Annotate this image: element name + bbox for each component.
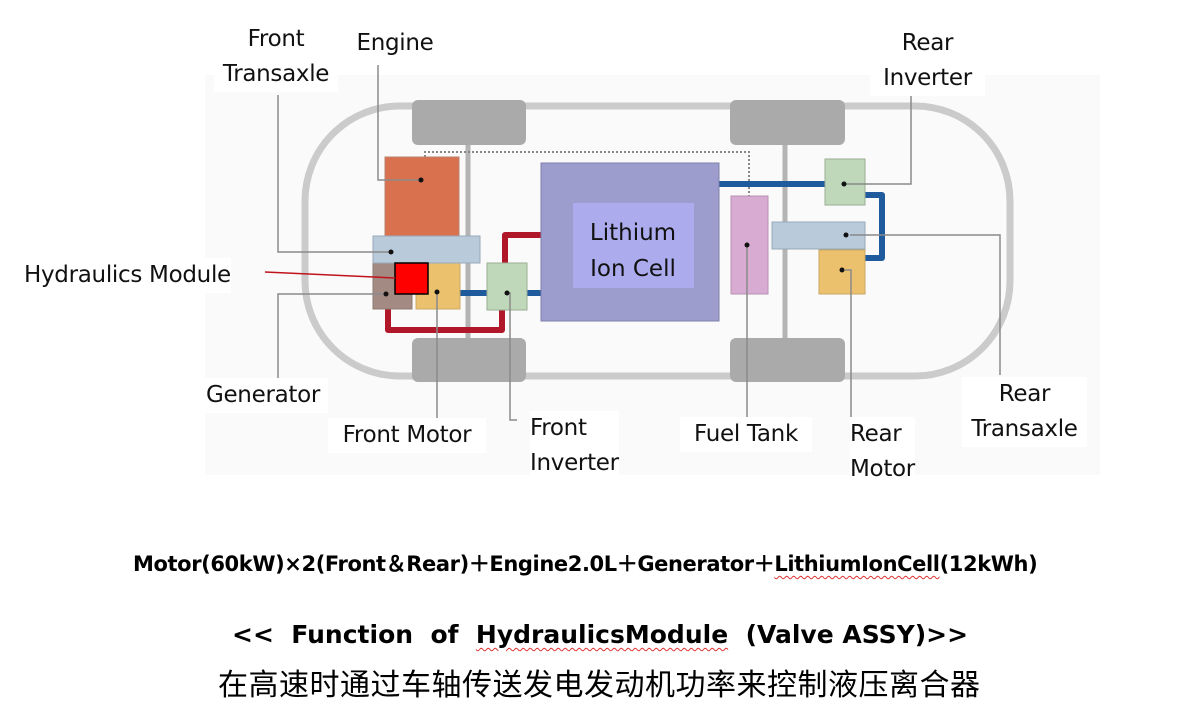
- label-rear-transaxle: Rear Transaxle: [962, 377, 1087, 447]
- label-hydraulics-module: Hydraulics Module: [24, 258, 231, 293]
- dot-fuel-tank: [744, 242, 750, 248]
- spec-suffix: (12kWh): [939, 552, 1038, 576]
- label-rear-inverter-line1: Rear: [901, 30, 954, 56]
- leader-rear-inverter: [844, 95, 912, 185]
- label-rear-inverter: Rear Inverter: [870, 26, 985, 96]
- dot-rear-motor: [839, 267, 845, 273]
- label-front-motor: Front Motor: [328, 418, 486, 453]
- label-engine: Engine: [350, 26, 440, 61]
- function-title: << Function of HydraulicsModule (Valve A…: [232, 620, 968, 649]
- battery-label-line1: Lithium: [590, 220, 676, 246]
- dot-engine: [418, 177, 424, 183]
- label-front-transaxle: Front Transaxle: [214, 22, 338, 92]
- label-generator: Generator: [198, 378, 328, 413]
- label-front-transaxle-line2: Transaxle: [222, 61, 330, 87]
- dot-front-transaxle: [388, 249, 394, 255]
- front-right-wheel: [412, 338, 526, 382]
- leader-hydraulics-module: [264, 271, 396, 279]
- engine-block: [384, 156, 460, 238]
- battery-label-panel: [573, 203, 694, 288]
- rear-inverter-motor-line: [865, 192, 885, 261]
- function-title-close: (Valve ASSY)>>: [728, 620, 969, 649]
- dot-generator: [383, 291, 389, 297]
- label-rear-motor-line2: Motor: [850, 456, 915, 482]
- label-front-inverter-line2: Inverter: [530, 450, 619, 476]
- car-body-outline: [301, 102, 1014, 380]
- label-rear-transaxle-line1: Rear: [998, 381, 1051, 407]
- dot-rear-inverter: [841, 181, 847, 187]
- label-front-inverter: Front Inverter: [530, 411, 619, 481]
- label-front-inverter-line1: Front: [530, 415, 587, 441]
- leader-engine: [377, 65, 421, 181]
- component-dots: [383, 177, 849, 297]
- dot-front-inverter: [504, 290, 510, 296]
- spec-line: Motor(60kW)×2(Front＆Rear)＋Engine2.0L＋Gen…: [133, 548, 1038, 578]
- leader-rear-motor: [845, 269, 852, 420]
- leader-lines: [277, 65, 1001, 421]
- front-left-wheel: [412, 100, 526, 145]
- inverter-battery-cable: [502, 232, 541, 263]
- label-rear-motor: Rear Motor: [850, 417, 915, 487]
- label-rear-motor-line1: Rear: [850, 421, 902, 447]
- label-rear-inverter-line2: Inverter: [883, 65, 972, 91]
- rear-right-wheel: [730, 338, 845, 382]
- leader-generator: [277, 293, 386, 395]
- function-title-open: << Function of: [232, 620, 476, 649]
- dot-rear-transaxle: [843, 232, 849, 238]
- front-inverter-block: [486, 262, 528, 311]
- label-front-transaxle-line1: Front: [247, 26, 305, 52]
- spec-battery-term: LithiumIonCell: [774, 552, 940, 576]
- dot-front-motor: [434, 289, 440, 295]
- rear-transaxle-block: [771, 221, 866, 250]
- generator-cable: [385, 309, 505, 333]
- leader-rear-transaxle: [850, 234, 1001, 375]
- function-title-term: HydraulicsModule: [475, 620, 729, 649]
- battery-label-line2: Ion Cell: [590, 256, 676, 282]
- rear-left-wheel: [730, 100, 845, 145]
- label-fuel-tank: Fuel Tank: [680, 417, 812, 452]
- leader-front-transaxle: [277, 95, 391, 253]
- hydraulics-module-highlight: [394, 262, 429, 295]
- front-transaxle-block: [372, 235, 481, 264]
- label-rear-transaxle-line2: Transaxle: [971, 416, 1078, 442]
- function-description: 在高速时通过车轴传送发电发动机功率来控制液压离合器: [218, 668, 981, 703]
- spec-prefix: Motor(60kW)×2(Front＆Rear)＋Engine2.0L＋Gen…: [133, 552, 775, 576]
